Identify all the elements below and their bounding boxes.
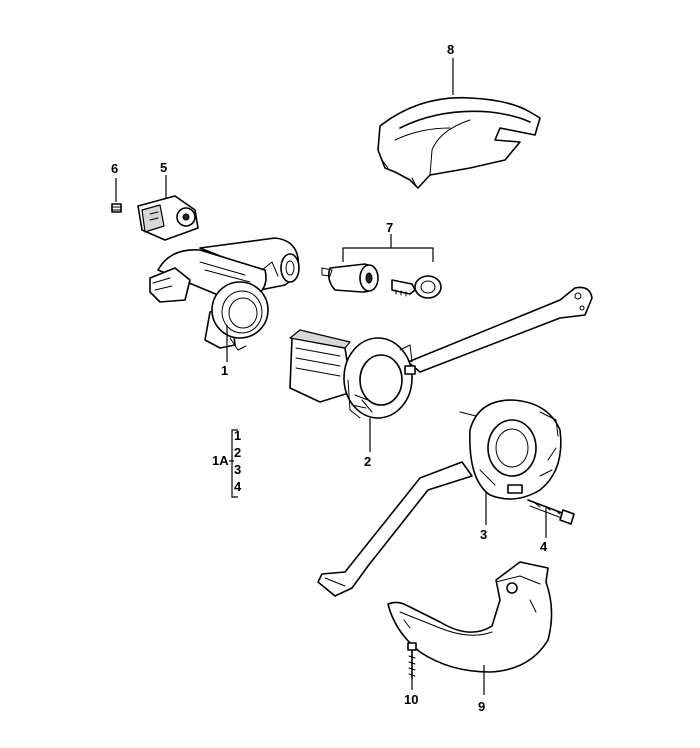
lower-shroud <box>387 561 553 673</box>
label-2: 2 <box>364 454 371 469</box>
steering-lock-housing-1 <box>149 237 300 351</box>
turn-signal-switch-2 <box>289 286 593 419</box>
label-9: 9 <box>478 699 485 714</box>
label-10: 10 <box>404 692 418 707</box>
label-8: 8 <box>447 42 454 57</box>
legend-1a-item-2: 2 <box>234 445 241 460</box>
screw-6 <box>111 178 122 213</box>
label-6: 6 <box>111 161 118 176</box>
ignition-switch-5 <box>137 175 199 241</box>
legend-1a-item-3: 3 <box>234 462 241 477</box>
legend-1a: 1A 1 2 3 4 <box>212 428 242 498</box>
upper-shroud <box>377 96 541 189</box>
label-5: 5 <box>160 160 167 175</box>
label-1: 1 <box>221 363 228 378</box>
label-3: 3 <box>480 527 487 542</box>
screw-10 <box>407 642 417 679</box>
legend-1a-item-1: 1 <box>234 428 241 443</box>
legend-1a-title: 1A <box>212 453 229 468</box>
bolt-4 <box>527 499 575 525</box>
key-7 <box>391 275 442 299</box>
legend-1a-item-4: 4 <box>234 479 242 494</box>
wiper-switch-3 <box>317 399 562 597</box>
label-7: 7 <box>386 220 393 235</box>
lock-cylinder-7 <box>321 234 434 293</box>
label-4: 4 <box>540 539 548 554</box>
